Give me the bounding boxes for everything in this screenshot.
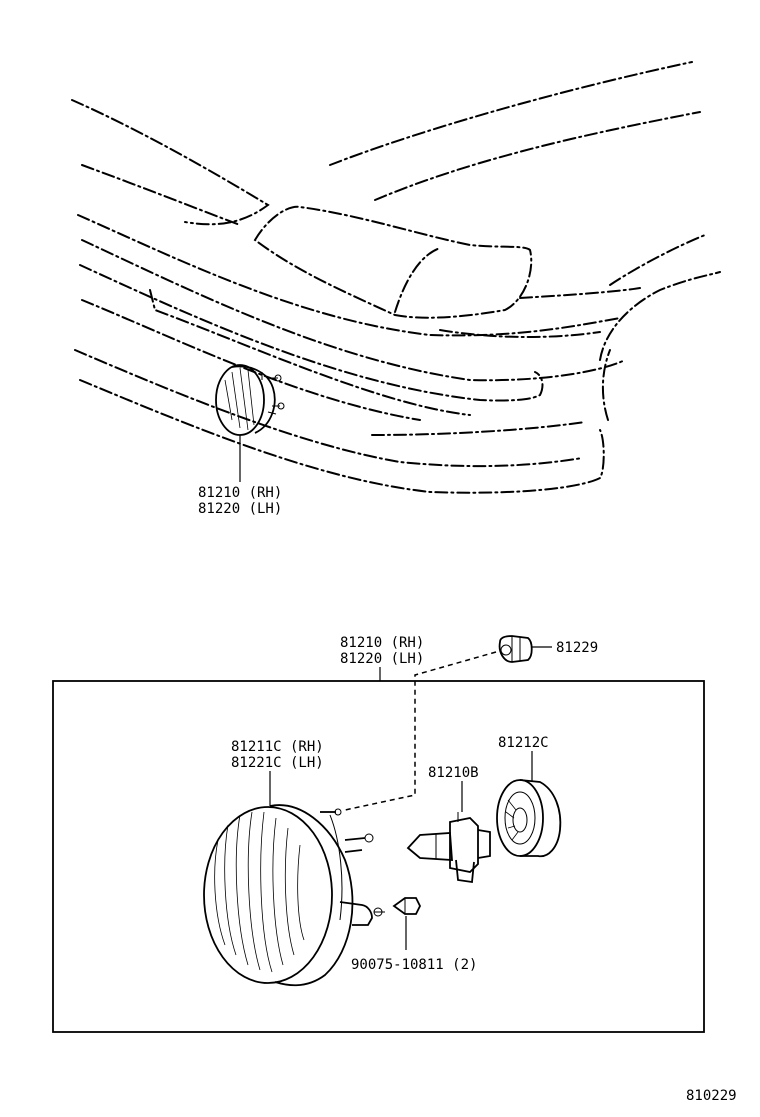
screw-part xyxy=(392,897,422,950)
callout-screw: 90075-10811 (2) xyxy=(351,957,477,973)
fog-lamp-small-illustration xyxy=(215,364,285,482)
socket-part xyxy=(498,635,552,663)
bulb-part xyxy=(406,812,491,884)
figure-number: 810229 xyxy=(686,1088,737,1104)
fog-lamp-unit xyxy=(203,804,385,987)
callout-top-fog-lamp-lh: 81220 (LH) xyxy=(198,501,282,517)
callout-bulb: 81210B xyxy=(428,765,479,781)
cover-part xyxy=(496,779,562,858)
callout-assy-lh: 81220 (LH) xyxy=(340,651,424,667)
callout-unit-lh: 81221C (LH) xyxy=(231,755,324,771)
vehicle-front-outline xyxy=(71,61,721,494)
callout-unit-rh: 81211C (RH) xyxy=(231,739,324,755)
assembly-frame xyxy=(52,680,705,1033)
socket-guide-line xyxy=(344,651,497,811)
callout-top-fog-lamp-rh: 81210 (RH) xyxy=(198,485,282,501)
callout-assy-rh: 81210 (RH) xyxy=(340,635,424,651)
callout-socket: 81229 xyxy=(556,640,598,656)
callout-cover: 81212C xyxy=(498,735,549,751)
